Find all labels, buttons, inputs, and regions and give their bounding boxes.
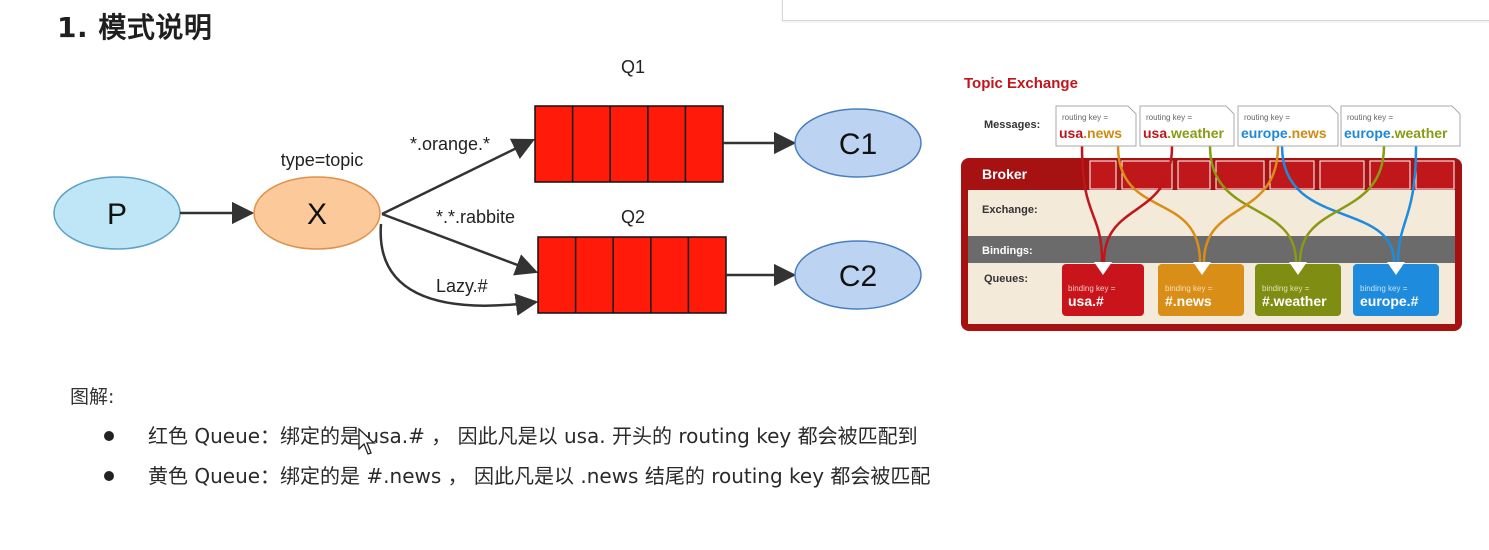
producer-label: P <box>107 198 127 231</box>
list-item: 红色 Queue：绑定的是 usa.# ， 因此凡是以 usa. 开头的 rou… <box>102 420 930 460</box>
queue2-box <box>537 236 727 314</box>
queues-row-label: Queues: <box>984 273 1028 285</box>
broker-label: Broker <box>982 166 1028 182</box>
explanation-label: 图解: <box>70 386 115 408</box>
bullet-dot <box>104 431 114 441</box>
message-card-2: routing key = usa.weather <box>1139 105 1235 147</box>
binding2-arrow <box>381 212 539 276</box>
exchange-label: X <box>307 198 327 231</box>
svg-text:usa.news: usa.news <box>1059 125 1122 141</box>
exchange-node <box>253 176 381 250</box>
mouse-cursor-icon <box>358 428 376 455</box>
svg-text:#.weather: #.weather <box>1262 293 1327 309</box>
svg-text:europe.weather: europe.weather <box>1344 125 1448 141</box>
routing-lines <box>1080 145 1418 263</box>
binding1-arrow <box>381 138 536 216</box>
rabbitmq-diagram: P X type=topic *.orange.* *.*.rabbite La… <box>53 57 922 316</box>
consumer1-node <box>794 108 922 178</box>
svg-text:routing key =: routing key = <box>1146 113 1192 122</box>
exchange-row-label: Exchange: <box>982 204 1038 216</box>
binding3-arrow <box>379 223 539 316</box>
svg-text:binding key =: binding key = <box>1262 284 1310 293</box>
svg-text:binding key =: binding key = <box>1068 284 1116 293</box>
binding3-label: Lazy.# <box>436 276 488 296</box>
svg-text:binding key =: binding key = <box>1360 284 1408 293</box>
consumer1-label: C1 <box>839 128 877 161</box>
bullet-dot <box>104 471 114 481</box>
svg-text:routing key =: routing key = <box>1347 113 1393 122</box>
consumer2-label: C2 <box>839 260 877 293</box>
consumer2-node <box>794 240 922 310</box>
queue1-label: Q1 <box>621 57 645 77</box>
exchange-type-label: type=topic <box>281 150 364 170</box>
list-item: 黄色 Queue：绑定的是 #.news ， 因此凡是以 .news 结尾的 r… <box>102 460 930 500</box>
svg-text:routing key =: routing key = <box>1244 113 1290 122</box>
list-item-text: 红色 Queue：绑定的是 usa.# ， 因此凡是以 usa. 开头的 rou… <box>148 424 918 448</box>
message-card-1: routing key = usa.news <box>1055 105 1137 147</box>
messages-label: Messages: <box>984 119 1040 131</box>
svg-text:#.news: #.news <box>1165 293 1212 309</box>
svg-text:europe.news: europe.news <box>1241 125 1327 141</box>
topic-queue-3: binding key = #.weather <box>1255 262 1341 316</box>
topic-queue-2: binding key = #.news <box>1158 262 1244 316</box>
list-item-text: 黄色 Queue：绑定的是 #.news ， 因此凡是以 .news 结尾的 r… <box>148 464 931 488</box>
binding1-label: *.orange.* <box>410 134 490 154</box>
svg-text:usa.weather: usa.weather <box>1143 125 1224 141</box>
svg-text:usa.#: usa.# <box>1068 293 1104 309</box>
message-card-4: routing key = europe.weather <box>1340 105 1461 147</box>
binding2-label: *.*.rabbite <box>436 207 515 227</box>
svg-text:europe.#: europe.# <box>1360 293 1419 309</box>
svg-text:routing key =: routing key = <box>1062 113 1108 122</box>
topic-queue-4: binding key = europe.# <box>1353 262 1439 316</box>
bindings-band <box>968 236 1455 263</box>
queue1-box <box>534 105 724 183</box>
top-panel <box>782 0 1489 21</box>
topic-queue-1: binding key = usa.# <box>1062 262 1144 316</box>
explanation-list: 红色 Queue：绑定的是 usa.# ， 因此凡是以 usa. 开头的 rou… <box>102 420 930 500</box>
message-card-3: routing key = europe.news <box>1237 105 1339 147</box>
queue2-label: Q2 <box>621 207 645 227</box>
section-heading: 1. 模式说明 <box>57 11 213 44</box>
svg-text:binding key =: binding key = <box>1165 284 1213 293</box>
topic-exchange-title: Topic Exchange <box>964 75 1078 92</box>
bindings-row-label: Bindings: <box>982 245 1033 257</box>
topic-exchange-illustration: Topic Exchange Messages: Broker Exchange… <box>961 75 1462 331</box>
